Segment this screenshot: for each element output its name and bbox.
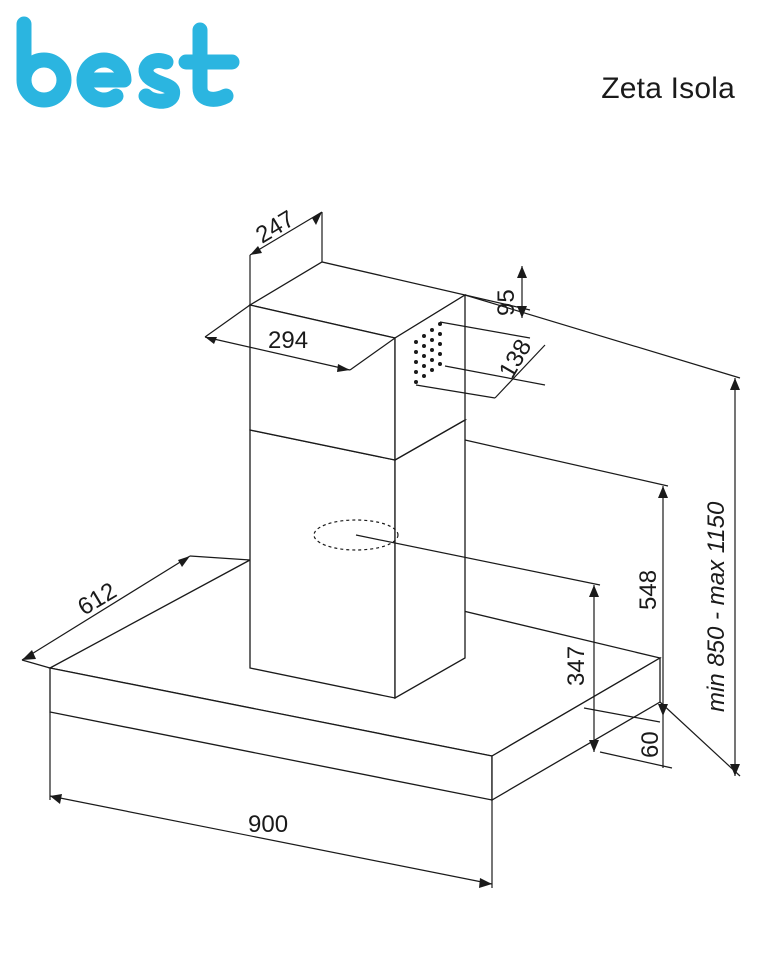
dim-chimney-lower-height: 548 — [635, 570, 662, 610]
best-logo-icon — [16, 16, 240, 109]
dim-chimney-width: 294 — [268, 327, 308, 354]
vent-grille — [414, 322, 442, 384]
dim-vent-width: 138 — [494, 335, 537, 383]
dim-hood-width: 900 — [248, 811, 288, 838]
dim-chimney-depth: 247 — [251, 205, 299, 249]
dim-outlet-height: 347 — [563, 646, 590, 686]
model-title: Zeta Isola — [601, 72, 735, 105]
dim-hood-depth: 612 — [73, 577, 121, 621]
dim-canopy-thickness: 60 — [637, 731, 664, 758]
upper-chimney — [248, 261, 467, 462]
arrowheads — [22, 212, 740, 888]
dim-vent-height: 95 — [493, 289, 520, 316]
outlet-ellipse — [313, 519, 399, 551]
lower-chimney — [249, 411, 468, 700]
brand-logo — [0, 0, 260, 120]
dim-total-height-range: min 850 - max 1150 — [703, 501, 730, 712]
dimension-lines — [21, 211, 741, 888]
